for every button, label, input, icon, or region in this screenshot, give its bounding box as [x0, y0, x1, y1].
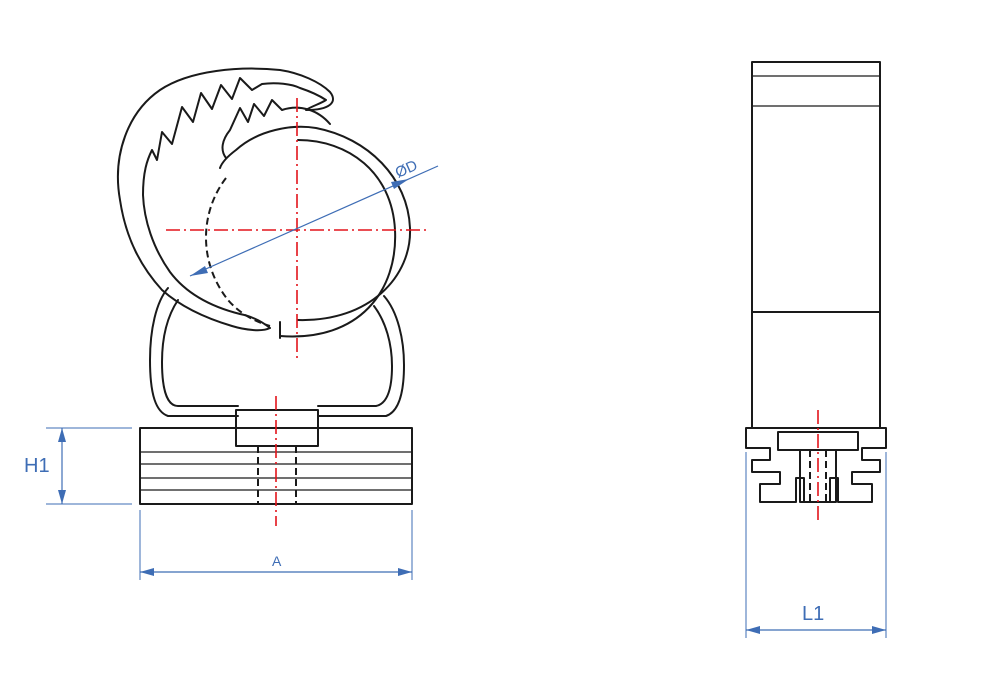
diameter-label: ØD	[393, 157, 421, 182]
h1-arrow-top	[58, 428, 66, 442]
diameter-arrow-lower	[190, 266, 208, 276]
side-view: L1	[745, 61, 887, 638]
l1-arrow-left	[746, 626, 760, 634]
l1-label: L1	[802, 603, 824, 625]
clamp-ring-outer	[219, 125, 412, 322]
support-leg-right-inner	[317, 305, 393, 407]
front-view: ØD H1 A	[24, 67, 439, 580]
diameter-arrow-upper	[391, 179, 409, 189]
a-arrow-right	[398, 568, 412, 576]
a-label: A	[272, 553, 282, 569]
side-base-profile	[745, 427, 887, 503]
clip-inner-jaw	[221, 99, 331, 159]
h1-arrow-bottom	[58, 490, 66, 504]
support-leg-left-inner	[161, 299, 239, 407]
clip-outer-body	[116, 67, 334, 332]
pipe-hidden-edge	[205, 177, 271, 327]
support-leg-right	[317, 295, 405, 417]
clamp-ring-inner	[279, 139, 397, 338]
h1-label: H1	[24, 455, 50, 477]
support-leg-left	[149, 287, 239, 417]
l1-arrow-right	[872, 626, 886, 634]
a-arrow-left	[140, 568, 154, 576]
side-body	[751, 61, 881, 429]
